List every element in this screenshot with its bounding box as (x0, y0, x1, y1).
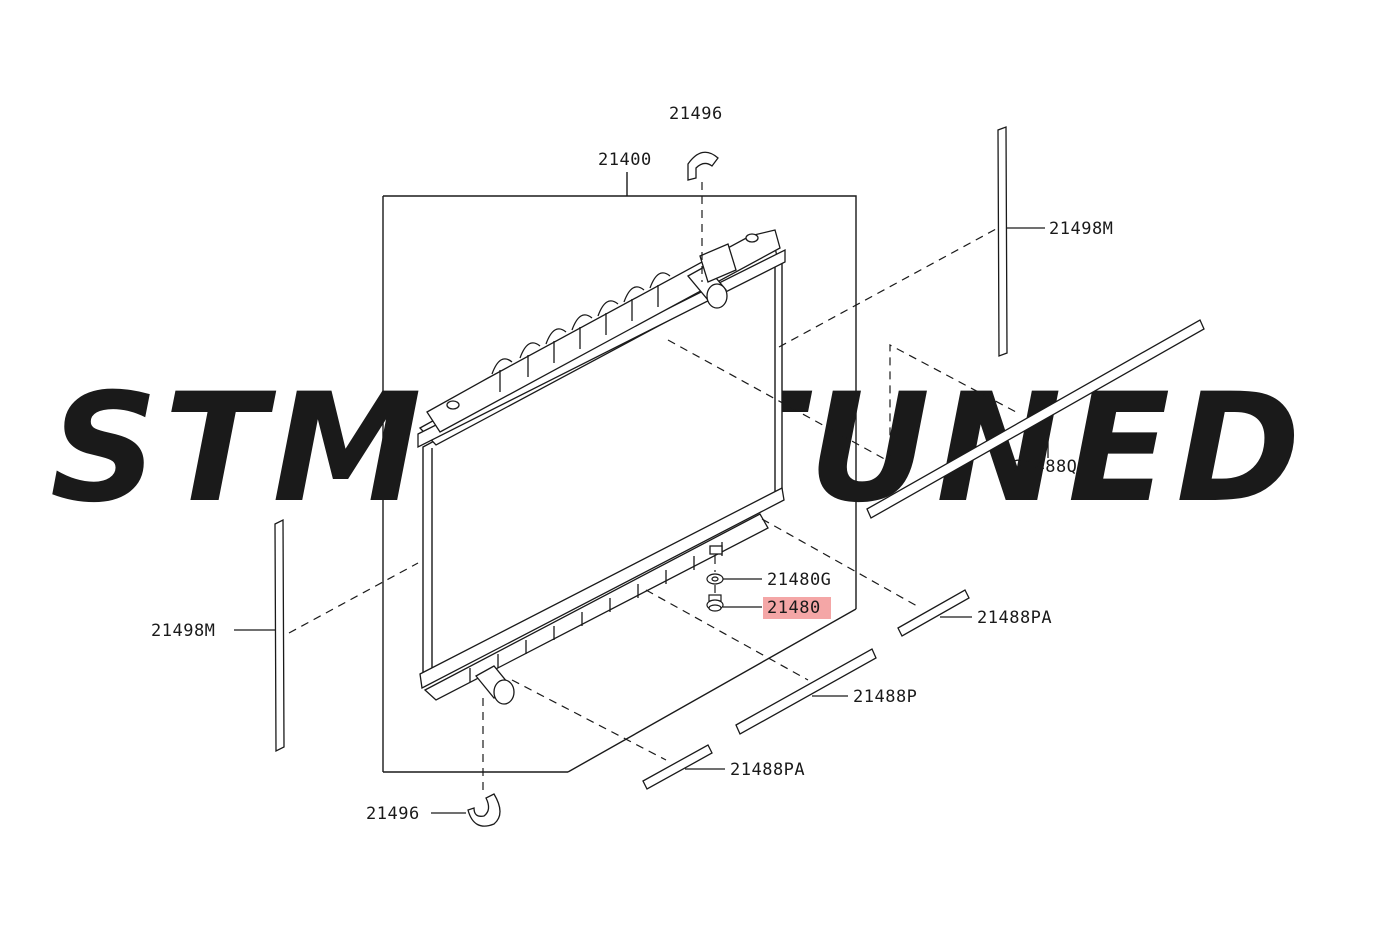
highlight-box (763, 597, 831, 619)
mount-bushing-bottom[interactable] (467, 793, 501, 827)
callout-21496-top[interactable]: 21496 (669, 104, 723, 124)
watermark: STM TUNED (50, 362, 1307, 536)
callout-21400[interactable]: 21400 (598, 150, 652, 170)
callout-21488pa-bottom[interactable]: 21488PA (730, 760, 805, 780)
seal-left-vertical[interactable] (274, 518, 285, 753)
watermark-stm: STM (50, 362, 428, 536)
callout-21488q[interactable]: 21488Q (1013, 457, 1077, 477)
watermark-tuned: TUNED (700, 362, 1307, 536)
callout-21498m-right[interactable]: 21498M (1049, 219, 1113, 239)
seal-right-vertical[interactable] (997, 126, 1008, 357)
callout-21488p[interactable]: 21488P (853, 687, 917, 707)
upper-hose-neck (686, 243, 737, 309)
drain-plug-gasket[interactable] (706, 573, 724, 585)
radiator-bottom-tank (419, 487, 785, 701)
callout-21480[interactable]: 21480 (767, 598, 821, 618)
callout-21496-bottom[interactable]: 21496 (366, 804, 420, 824)
seal-short-right[interactable] (897, 589, 970, 637)
mount-bushing-top[interactable] (687, 151, 719, 181)
callouts: 21400 21496 21498M 21488Q 21498M 21480G … (151, 104, 1113, 824)
drain-plug[interactable] (706, 594, 724, 612)
seal-middle[interactable] (735, 648, 877, 735)
seal-short-bottom[interactable] (642, 744, 713, 790)
leader-lines (234, 227, 1049, 814)
callout-21480g[interactable]: 21480G (767, 570, 831, 590)
callout-21488pa-right[interactable]: 21488PA (977, 608, 1052, 628)
seal-long-diagonal[interactable] (866, 319, 1205, 519)
callout-21498m-left[interactable]: 21498M (151, 621, 215, 641)
dashed-guide-lines (288, 182, 1017, 792)
assembly-frame (382, 172, 857, 773)
lower-hose-neck (475, 665, 515, 705)
